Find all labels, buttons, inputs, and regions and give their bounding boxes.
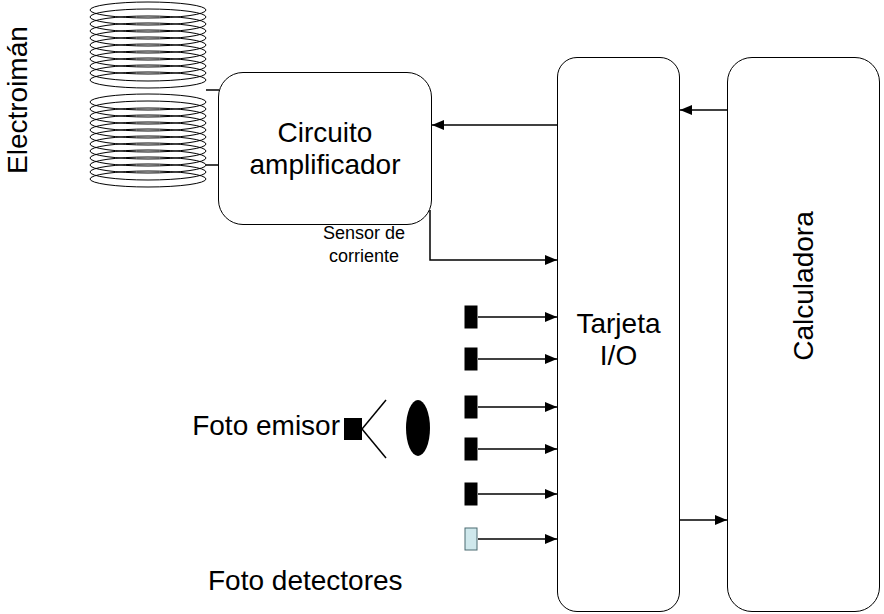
detector-signal (478, 358, 557, 360)
amplifier-box: Circuito amplificador (218, 72, 432, 225)
node-label: Tarjeta I/O (564, 308, 673, 372)
signal-arrow (680, 519, 727, 521)
photo-detector (465, 528, 477, 550)
signal-arrow (680, 109, 727, 111)
signal-arrow (430, 210, 557, 260)
emitter-label: Foto emisor (192, 410, 340, 442)
coil-winding (90, 72, 206, 88)
photo-emitter (344, 418, 362, 440)
detector-signal (478, 316, 557, 318)
light-beam (362, 429, 386, 458)
signal-arrow (432, 124, 557, 126)
photo-detector (465, 396, 477, 418)
coil-winding (90, 164, 206, 180)
photo-detector (465, 306, 477, 328)
detector-signal (478, 406, 557, 408)
detector-signal (478, 448, 557, 450)
electromagnet-coil (90, 2, 206, 187)
detectors-label: Foto detectores (208, 565, 403, 597)
io-card-box: Tarjeta I/O (557, 57, 680, 612)
photo-detector (465, 348, 477, 370)
electromagnet-label: Electroimán (2, 26, 34, 174)
coil-winding (90, 65, 206, 81)
node-label: Calculadora (787, 211, 819, 360)
coil-wire (206, 89, 219, 91)
object (406, 400, 430, 456)
light-beam (362, 400, 386, 429)
photo-detector (465, 483, 477, 505)
coil-winding (90, 171, 206, 187)
photo-detectors (465, 306, 557, 550)
photo-detector (465, 438, 477, 460)
edge-label: Sensor de corriente (304, 222, 424, 269)
node-label: Circuito amplificador (227, 116, 423, 180)
detector-signal (478, 493, 557, 495)
detector-signal (478, 538, 557, 540)
calculator-box: Calculadora (727, 57, 880, 612)
